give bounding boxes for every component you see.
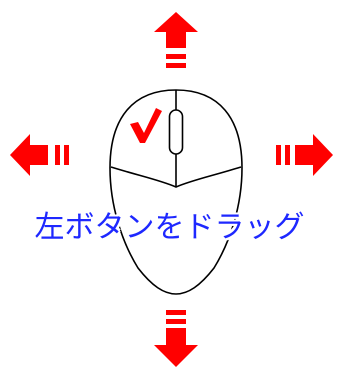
arrow-up-icon [154, 12, 198, 68]
arrow-down-icon [154, 310, 198, 367]
mouse-icon [110, 90, 242, 294]
instruction-text: 左ボタンをドラッグ [0, 206, 339, 250]
arrow-right-icon [276, 134, 333, 176]
mouse-scroll-wheel [170, 110, 183, 154]
arrow-left-icon [10, 134, 69, 176]
